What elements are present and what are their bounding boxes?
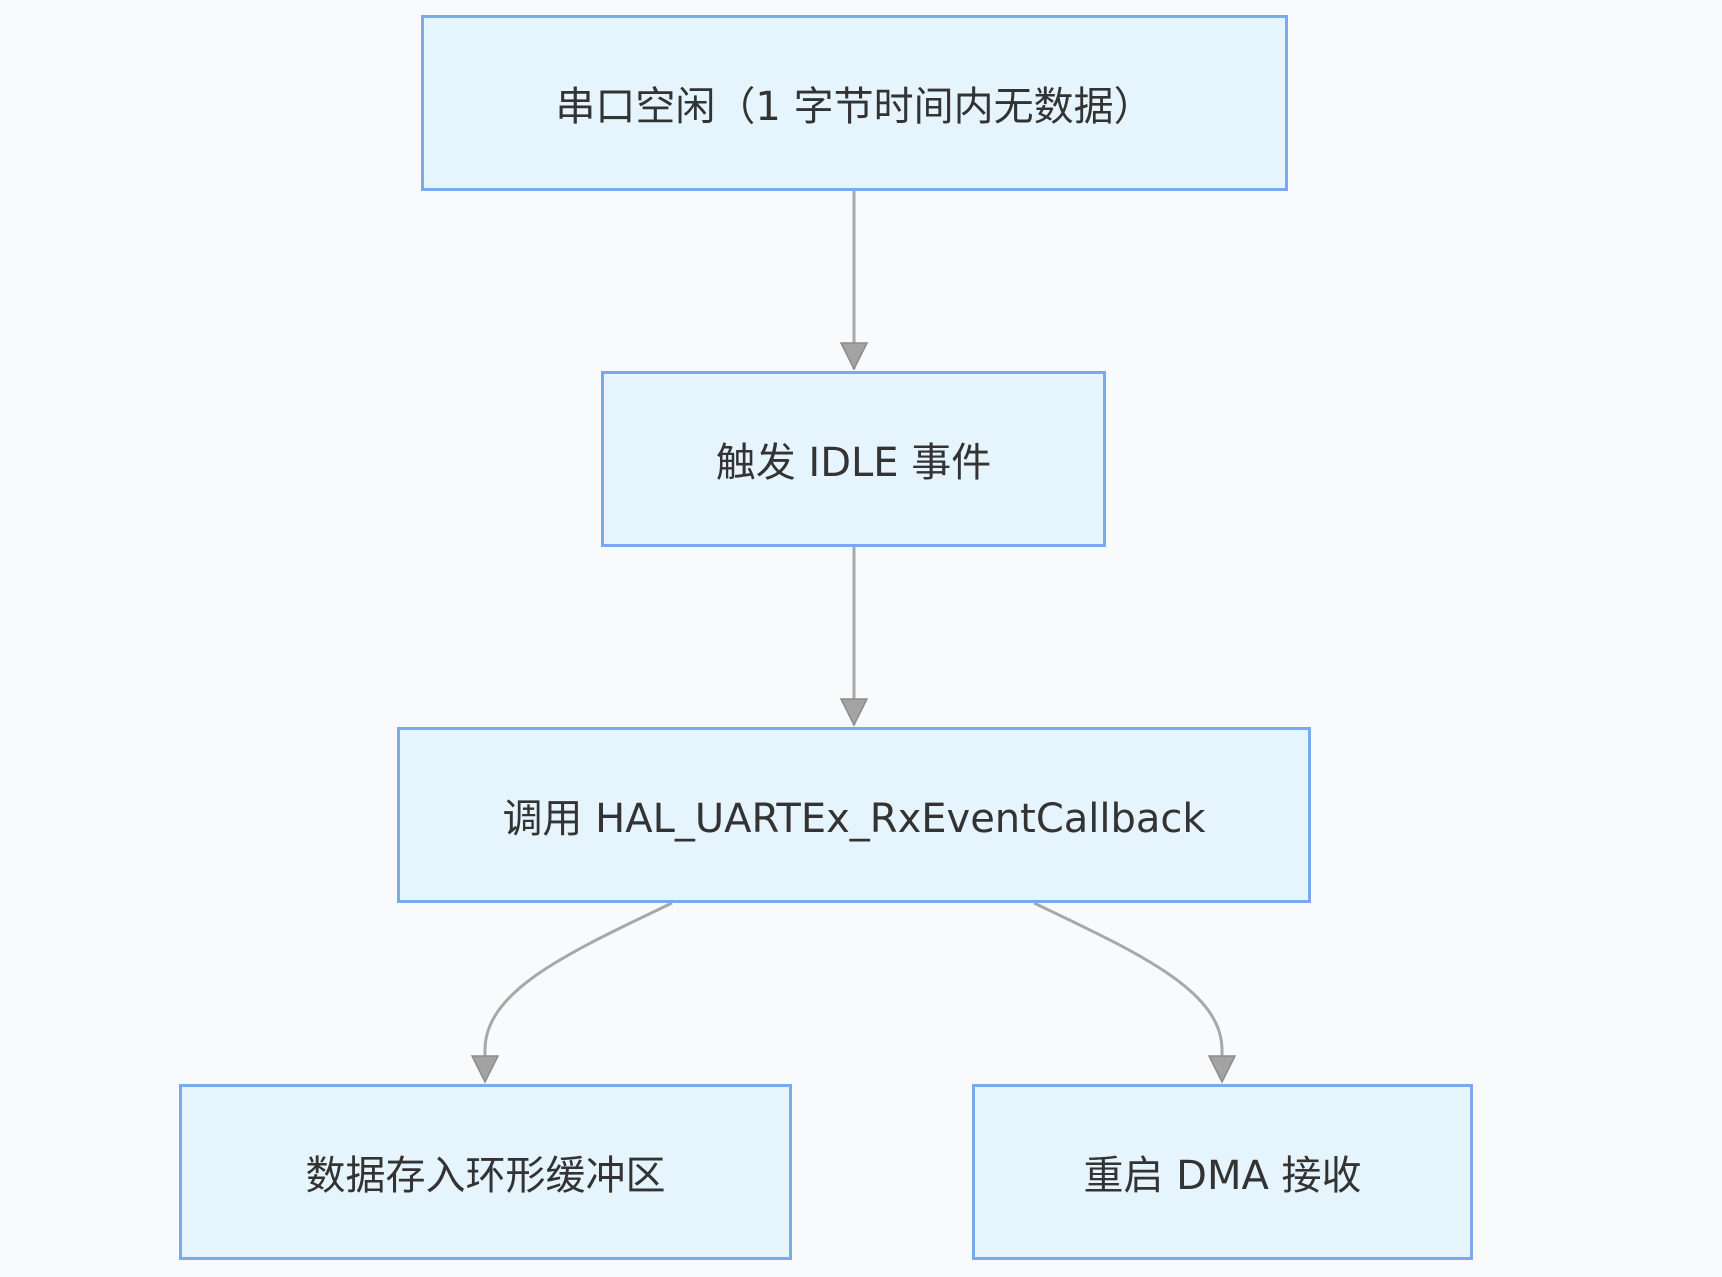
node-serial-idle: 串口空闲（1 字节时间内无数据） [421,15,1288,191]
arrowhead-n2-n3 [839,698,869,727]
node-serial-idle-label: 串口空闲（1 字节时间内无数据） [555,84,1154,130]
node-trigger-idle-event-label: 触发 IDLE 事件 [715,440,992,486]
node-call-rx-event-callback-label: 调用 HAL_UARTEx_RxEventCallback [502,796,1206,842]
node-restart-dma-receive: 重启 DMA 接收 [972,1084,1473,1260]
node-store-ring-buffer-label: 数据存入环形缓冲区 [305,1153,666,1199]
node-trigger-idle-event: 触发 IDLE 事件 [601,371,1106,547]
edge-n3-n4 [483,901,673,1056]
node-store-ring-buffer: 数据存入环形缓冲区 [179,1084,792,1260]
edge-n3-n5 [1033,901,1224,1056]
node-call-rx-event-callback: 调用 HAL_UARTEx_RxEventCallback [397,727,1311,903]
node-restart-dma-receive-label: 重启 DMA 接收 [1083,1153,1362,1199]
arrowhead-n1-n2 [839,342,869,371]
arrowhead-n3-n4 [470,1055,500,1084]
arrowhead-n3-n5 [1207,1055,1237,1084]
